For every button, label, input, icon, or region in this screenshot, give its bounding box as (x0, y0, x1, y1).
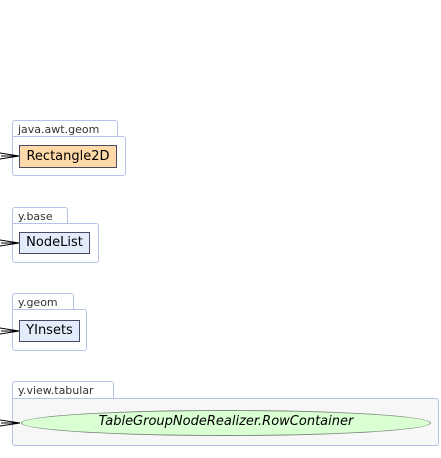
package-label: y.view.tabular (18, 384, 94, 397)
class-node-tablegroupnoderealizer-rowcontainer[interactable]: TableGroupNodeRealizer.RowContainer (21, 410, 431, 436)
package-label: java.awt.geom (18, 123, 100, 136)
package-tab-java-awt-geom: java.awt.geom (12, 120, 118, 136)
open-arrow-icon (0, 419, 20, 427)
package-tab-y-view-tabular: y.view.tabular (12, 381, 114, 398)
class-node-rectangle2d[interactable]: Rectangle2D (19, 145, 117, 168)
class-node-nodelist[interactable]: NodeList (19, 232, 90, 254)
class-label: TableGroupNodeRealizer.RowContainer (98, 414, 354, 429)
open-arrow-icon (0, 152, 20, 160)
class-label: YInsets (26, 323, 73, 338)
package-label: y.geom (18, 296, 58, 309)
package-tab-y-base: y.base (12, 207, 68, 223)
package-tab-y-geom: y.geom (12, 293, 74, 309)
class-label: NodeList (26, 235, 83, 250)
class-node-yinsets[interactable]: YInsets (19, 320, 80, 342)
open-arrow-icon (0, 239, 20, 247)
class-label: Rectangle2D (26, 149, 110, 164)
package-label: y.base (18, 210, 53, 223)
open-arrow-icon (0, 327, 20, 335)
